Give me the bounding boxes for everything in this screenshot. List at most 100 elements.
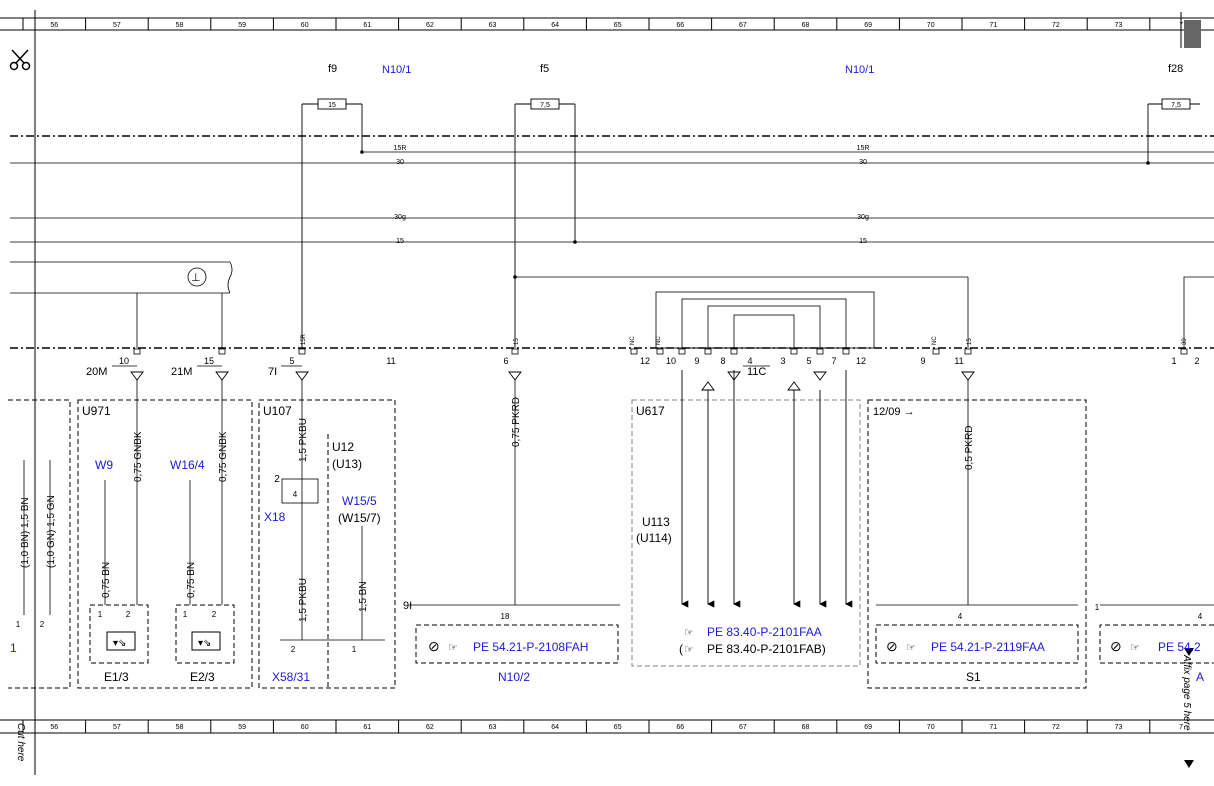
component-u107: U107	[263, 404, 292, 418]
connector-x58-31-link[interactable]: X58/31	[272, 670, 310, 684]
pin-label: 1	[183, 610, 188, 619]
pin-label: 1	[98, 610, 103, 619]
ruler-column-label: 67	[739, 22, 747, 29]
wire-label: 1,5 PKBU	[298, 418, 309, 462]
component-s1-tag: 12/09 →	[873, 406, 915, 418]
pin-label: 1	[16, 620, 21, 629]
ruler-column-label: 70	[927, 22, 935, 29]
fuse-f28-rating: 7,5	[1171, 102, 1181, 109]
wire-label: (1,0 GN) 1,5 GN	[46, 495, 57, 568]
bus-15-label: 15	[396, 238, 404, 245]
pin-tag: 30	[1182, 338, 1188, 345]
affix-here-label: Affix page 5 here	[1181, 654, 1192, 731]
ref-pointer-icon: ☞	[684, 644, 694, 656]
connector-pin	[511, 348, 519, 355]
connector-arrow-icon	[961, 371, 975, 381]
pin-label: 1	[1095, 603, 1100, 612]
connector-x18-link[interactable]: X18	[264, 510, 286, 524]
ground-w15-7-label: (W15/7)	[338, 511, 381, 525]
ruler-column-label: 58	[176, 22, 184, 29]
connector-21m-label: 21M	[171, 366, 192, 378]
component-u114: (U114)	[636, 531, 672, 545]
ruler-column-label: 62	[426, 724, 434, 731]
ruler-column-label: 57	[113, 724, 121, 731]
fuse-f9-label: f9	[328, 63, 337, 75]
ground-w9-link[interactable]: W9	[95, 458, 113, 472]
ground-w15-5-link[interactable]: W15/5	[342, 494, 377, 508]
connector-pin	[678, 348, 686, 355]
ruler-column-label: 69	[864, 724, 872, 731]
page-corner-icon	[1184, 20, 1201, 48]
connector-pin	[630, 348, 638, 355]
ruler-column-label: 7	[1179, 724, 1183, 731]
ref-pointer-icon: ☞	[684, 627, 694, 639]
ruler-column-label: 61	[363, 22, 371, 29]
ruler-column-label: 73	[1115, 22, 1123, 29]
connector-pin	[816, 348, 824, 355]
component-a-link[interactable]: A	[1196, 670, 1204, 684]
ruler-column-label: 72	[1052, 22, 1060, 29]
fuse-f5-rating: 7,5	[540, 102, 550, 109]
pin-label: 12	[856, 356, 866, 366]
reference-pe4-link[interactable]: PE 54.21-P-2119FAA	[931, 640, 1045, 654]
ref-pointer-icon: ☞	[448, 642, 458, 654]
component-1-link[interactable]: 1	[10, 641, 17, 655]
cut-here-label: Cut here	[15, 723, 26, 762]
reference-pe2-link[interactable]: PE 83.40-P-2101FAA	[707, 625, 822, 639]
reference-pe5-link[interactable]: PE 54.2	[1158, 640, 1201, 654]
pin-tag: 15	[514, 338, 520, 345]
pin-tag: 15R	[301, 333, 307, 345]
fusebox-n10-1-label[interactable]: N10/1	[382, 64, 411, 76]
component-n10-2-link[interactable]: N10/2	[498, 670, 530, 684]
connector-arrow-icon	[508, 371, 522, 381]
pin-label: 2	[1194, 356, 1199, 366]
fuse-f5-label: f5	[540, 63, 549, 75]
reference-pe3-prefix: (	[679, 642, 683, 656]
ruler-column-label: 70	[927, 724, 935, 731]
bus-15r-label: 15R	[394, 145, 407, 152]
wire-label: 0,5 PKRD	[964, 426, 975, 470]
ruler-column-label: 64	[551, 724, 559, 731]
led-icon: ▾⇘	[113, 638, 126, 649]
ruler-column-label: 66	[676, 724, 684, 731]
connector-pin	[932, 348, 940, 355]
component-u113: U113	[642, 515, 670, 529]
pin-label: 9	[920, 356, 925, 366]
pin-label: 2	[40, 620, 45, 629]
ruler-column-label: 66	[676, 22, 684, 29]
connector-pin	[1180, 348, 1188, 355]
ruler-column-label: 56	[50, 22, 58, 29]
reference-pe1-link[interactable]: PE 54.21-P-2108FAH	[473, 640, 588, 654]
pin-label: 11	[386, 356, 395, 366]
ground-w16-4-link[interactable]: W16/4	[170, 458, 205, 472]
ruler-column-label: 71	[989, 724, 997, 731]
pin-label: 2	[291, 645, 296, 654]
ruler-column-label: 60	[301, 22, 309, 29]
connector-9i-label: 9I	[403, 600, 412, 612]
fuse-f9-rating: 15	[328, 102, 336, 109]
pin-label: 1	[352, 645, 357, 654]
ruler-column-label: 65	[614, 724, 622, 731]
connector-pin	[964, 348, 972, 355]
ref-pointer-icon: ☞	[906, 642, 916, 654]
ruler-column-label: 69	[864, 22, 872, 29]
wire-label: 0,75 BN	[186, 562, 197, 598]
connector-pin	[730, 348, 738, 355]
pin-label: 2	[274, 474, 280, 485]
ground-symbol-icon: ⊘	[428, 638, 440, 654]
top-ruler	[0, 17, 1214, 31]
connector-arrow-icon	[701, 381, 715, 391]
affix-arrow-icon-top	[1184, 648, 1194, 656]
component-u13: (U13)	[332, 457, 362, 471]
fusebox-n10-1-label-2[interactable]: N10/1	[845, 64, 874, 76]
pin-label: 5	[806, 356, 811, 366]
pin-tag: NC	[932, 336, 938, 345]
ruler-column-label: 67	[739, 724, 747, 731]
bus-15-label-2: 15	[859, 238, 867, 245]
connector-arrow-icon	[787, 381, 801, 391]
ruler-column-label: 64	[551, 22, 559, 29]
bus-15r-label-2: 15R	[857, 145, 870, 152]
pin-tag: NC	[630, 336, 636, 345]
pin-label: 4	[293, 490, 298, 499]
connector-pin	[656, 348, 664, 355]
